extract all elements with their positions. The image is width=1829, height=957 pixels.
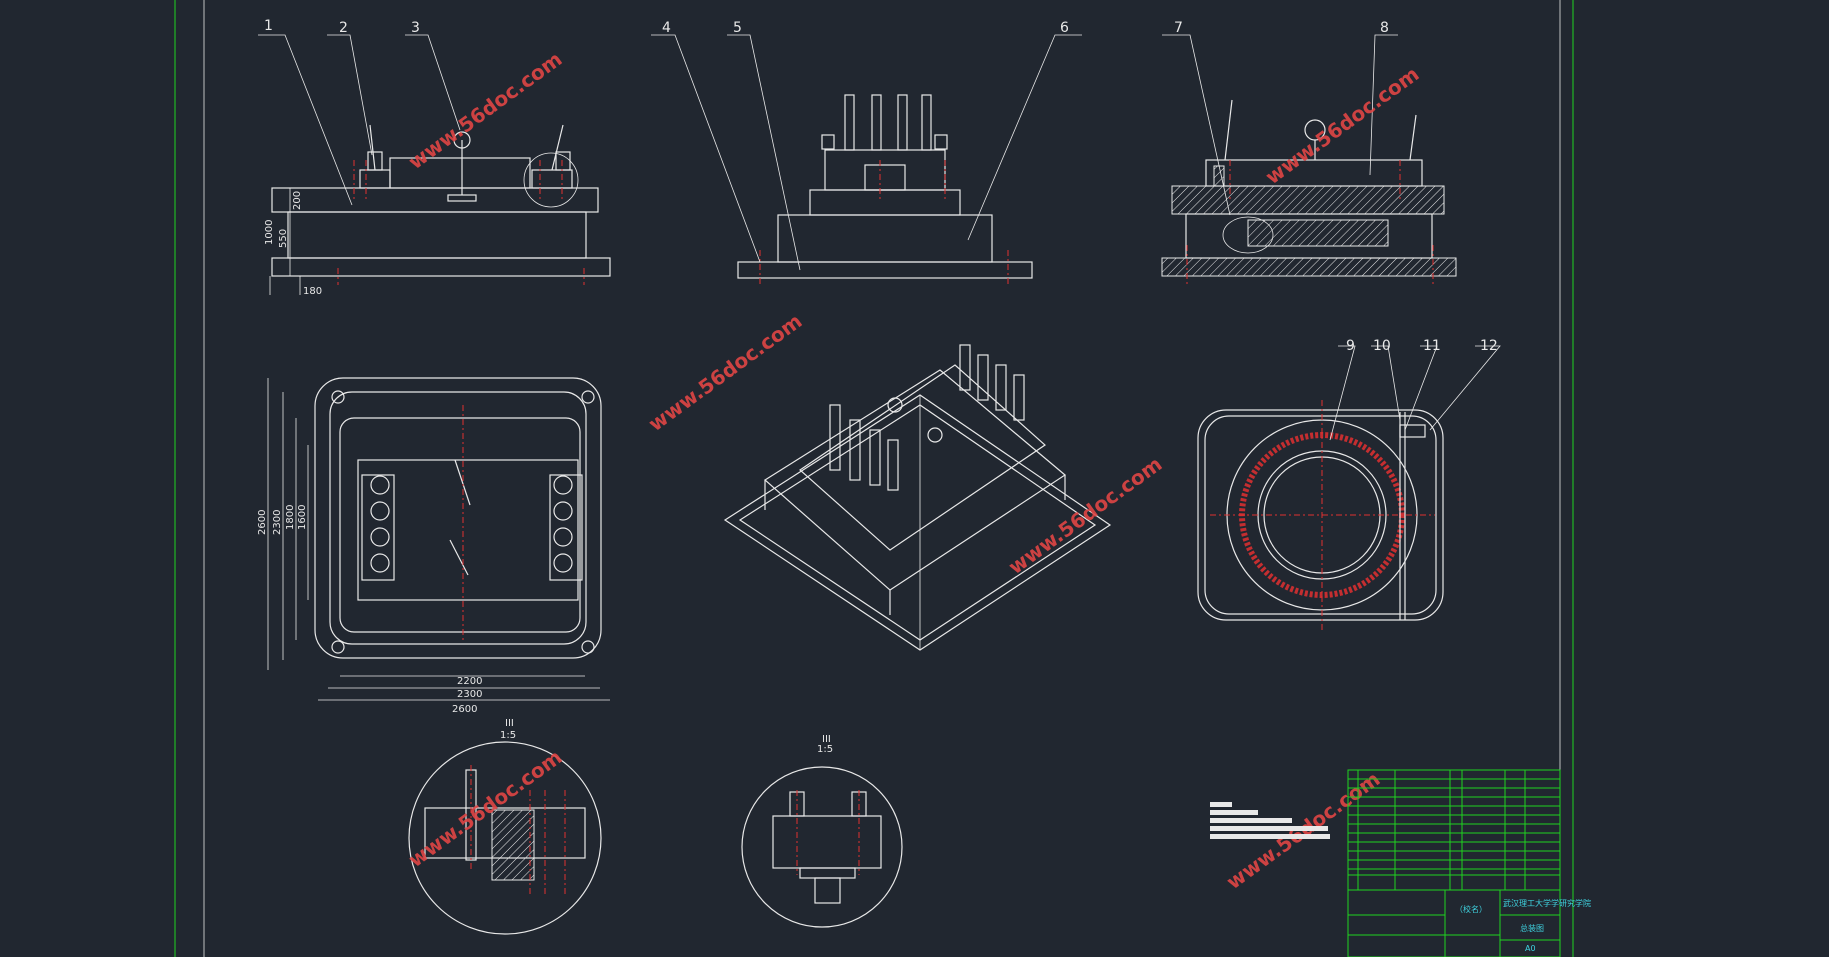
detail-2-name: III <box>822 734 831 745</box>
detail-1-scale: 1:5 <box>500 730 516 741</box>
detail-2-scale: 1:5 <box>817 744 833 755</box>
gear-section-view <box>1197 400 1444 632</box>
part-label-12: 12 <box>1480 338 1498 354</box>
title-block-note: （校名） <box>1455 904 1487 914</box>
dim-2600-h: 2600 <box>452 704 477 715</box>
part-label-11: 11 <box>1423 338 1441 354</box>
part-label-5: 5 <box>733 20 742 36</box>
dim-1800-v: 1800 <box>285 505 296 530</box>
side-view <box>737 94 1033 285</box>
leader-lines <box>258 34 1501 441</box>
technical-notes <box>1210 802 1330 839</box>
part-label-4: 4 <box>662 20 671 36</box>
plan-view <box>267 377 610 701</box>
dim-2300-h: 2300 <box>457 689 482 700</box>
drawing-frame <box>174 0 1574 957</box>
dim-2300-v: 2300 <box>272 510 283 535</box>
dim-2200-h: 2200 <box>457 676 482 687</box>
front-view <box>269 124 611 295</box>
detail-1-name: III <box>505 718 514 729</box>
dim-1600-v: 1600 <box>297 505 308 530</box>
watermark: www.56doc.com <box>644 309 807 436</box>
part-label-7: 7 <box>1174 20 1183 36</box>
dim-1000: 1000 <box>264 220 275 245</box>
section-view <box>1161 99 1457 285</box>
detail-view-1 <box>408 741 602 935</box>
title-block-sheet-size: A0 <box>1525 944 1536 953</box>
dim-2600-v: 2600 <box>257 510 268 535</box>
dim-200: 200 <box>292 191 303 210</box>
part-label-2: 2 <box>339 20 348 36</box>
title-block-drawing-name: 总装图 <box>1520 923 1544 933</box>
isometric-view <box>723 344 1112 651</box>
watermark: www.56doc.com <box>1261 62 1424 189</box>
part-label-8: 8 <box>1380 20 1389 36</box>
dim-180: 180 <box>303 286 322 297</box>
watermark: www.56doc.com <box>1004 452 1167 579</box>
dim-550: 550 <box>278 229 289 248</box>
part-label-3: 3 <box>411 20 420 36</box>
part-label-9: 9 <box>1346 338 1355 354</box>
title-block-school: 武汉理工大学学研究学院 <box>1503 898 1591 908</box>
part-label-10: 10 <box>1373 338 1391 354</box>
parts-list <box>1347 769 1561 890</box>
part-label-1: 1 <box>264 18 273 34</box>
detail-view-2 <box>741 766 903 928</box>
title-block <box>1347 874 1561 957</box>
part-label-6: 6 <box>1060 20 1069 36</box>
